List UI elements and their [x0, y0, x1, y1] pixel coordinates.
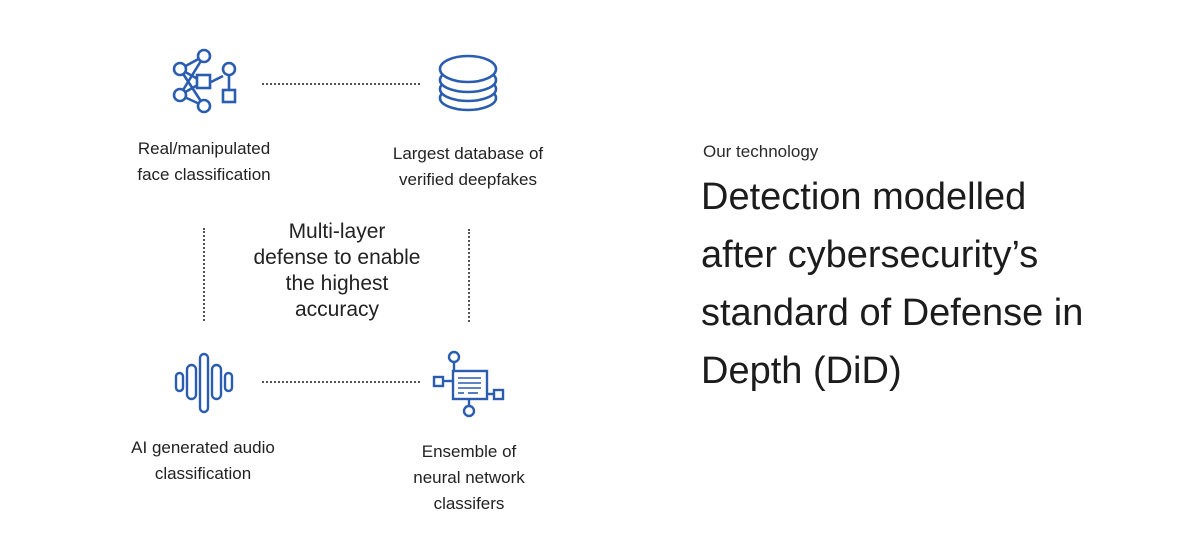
node-label-ensemble: Ensemble of neural network classifers: [388, 439, 550, 517]
headline: Detection modelled after cybersecurity’s…: [701, 168, 1171, 400]
connector-face-database: [262, 83, 420, 85]
label-line: classification: [154, 464, 252, 483]
center-line: defense to enable: [253, 246, 421, 269]
headline-line: after cybersecurity’s: [701, 234, 1039, 276]
label-line: Largest database of: [392, 144, 544, 163]
network-graph-icon: [170, 48, 240, 114]
label-line: Ensemble of: [421, 442, 517, 461]
node-label-database: Largest database of verified deepfakes: [375, 141, 561, 193]
node-label-face: Real/manipulated face classification: [116, 136, 292, 188]
connector-database-ensemble: [468, 229, 470, 322]
center-line: Multi-layer: [288, 220, 386, 243]
connector-face-audio: [203, 228, 205, 321]
label-line: verified deepfakes: [399, 170, 537, 189]
connector-audio-ensemble: [262, 381, 420, 383]
headline-line: standard of Defense in: [701, 292, 1084, 334]
headline-line: Detection modelled: [701, 176, 1027, 218]
document-network-icon: [432, 350, 505, 419]
eyebrow-label: Our technology: [703, 142, 819, 161]
audio-waveform-icon: [174, 352, 236, 415]
center-line: the highest: [285, 272, 389, 295]
label-line: face classification: [137, 165, 271, 184]
label-line: AI generated audio: [131, 438, 275, 457]
database-stack-icon: [436, 52, 500, 114]
node-label-audio: AI generated audio classification: [112, 435, 294, 487]
center-label: Multi-layer defense to enable the highes…: [232, 219, 442, 323]
center-line: accuracy: [294, 298, 380, 321]
label-line: Real/manipulated: [137, 139, 271, 158]
headline-line: Depth (DiD): [701, 350, 902, 392]
label-line: neural network: [413, 468, 525, 487]
label-line: classifers: [433, 494, 505, 513]
